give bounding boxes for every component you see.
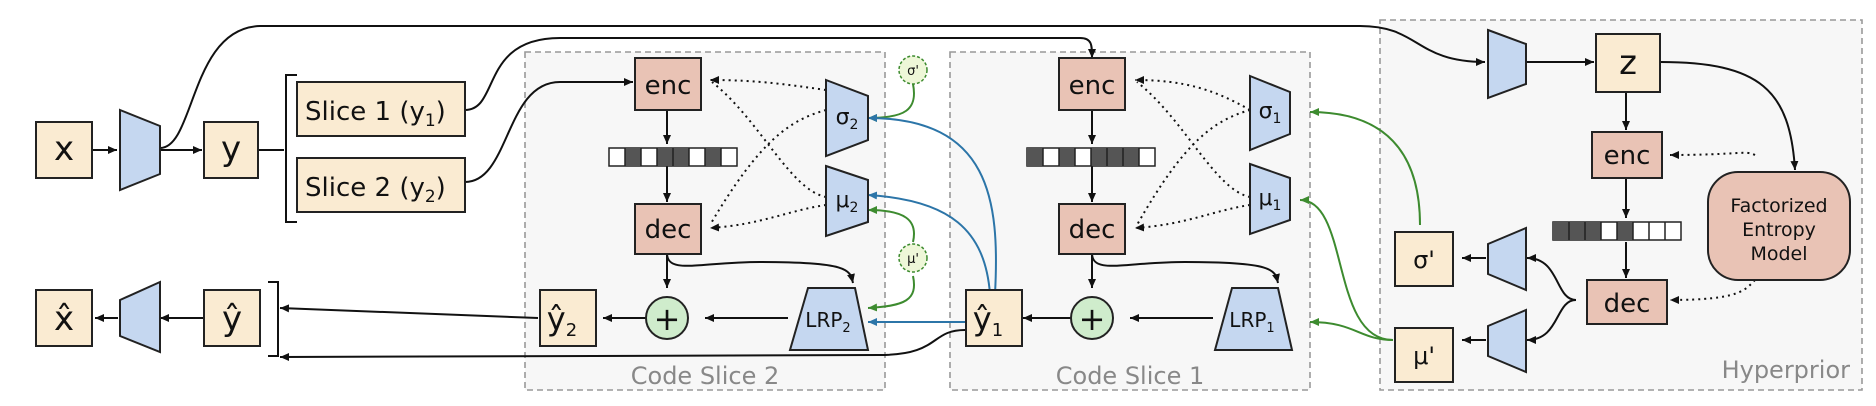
slice-2-subscript: 2 — [425, 187, 436, 207]
fem-line-1: Factorized — [1730, 195, 1827, 217]
lrp1-label: LRP — [1229, 308, 1266, 332]
slice2-dec-label: dec — [645, 215, 692, 245]
hyper-dec: dec — [1586, 279, 1668, 325]
slice1-dec-label: dec — [1069, 215, 1116, 245]
z-node: z — [1595, 33, 1661, 93]
code-slice-2-label: Code Slice 2 — [631, 362, 780, 390]
sigma-prime-label: σ' — [1413, 246, 1435, 274]
slice1-lrp-1: LRP1 — [1213, 287, 1294, 351]
synthesis-transform — [119, 280, 161, 354]
slice1-mu-1: μ1 — [1249, 162, 1291, 236]
svg-text:ŷ2: ŷ2 — [547, 300, 577, 341]
sigma1-subscript: 1 — [1273, 111, 1282, 127]
mu1-symbol: μ — [1259, 186, 1273, 211]
slice2-enc: enc — [634, 57, 702, 111]
slice1-dec: dec — [1058, 203, 1126, 255]
sigma2-subscript: 2 — [850, 117, 859, 133]
sigma-prime-bubble-label: σ' — [907, 64, 919, 79]
dotted-connectors — [709, 76, 1756, 304]
hyper-enc-label: enc — [1604, 141, 1651, 171]
y-hat-1-label: ŷ — [973, 300, 992, 338]
black-connectors — [92, 25, 1799, 361]
mu-prime-node: μ' — [1394, 327, 1454, 383]
y-hat-label: ŷ — [222, 299, 242, 339]
y-hat-2-label: ŷ — [547, 300, 566, 338]
slice1-quantized-latent — [1026, 147, 1156, 167]
mu2-symbol: μ — [836, 188, 850, 213]
sigma-prime-node: σ' — [1394, 231, 1454, 287]
slice-2-close: ) — [436, 173, 446, 203]
svg-text:Slice 2 (y2): Slice 2 (y2) — [305, 173, 446, 207]
slice-1-close: ) — [436, 97, 446, 127]
slice2-sigma-2: σ2 — [825, 78, 869, 158]
analysis-transform — [119, 108, 161, 192]
mu-prime-bubble-label: μ' — [907, 252, 919, 267]
svg-text:σ1: σ1 — [1259, 99, 1282, 127]
slice-2-label: Slice 2 (y — [305, 173, 425, 203]
slice2-sigma-prime-bubble: σ' — [898, 55, 928, 85]
z-label: z — [1619, 43, 1637, 83]
hyper-synthesis-sigma — [1487, 226, 1527, 292]
slice-1-node: Slice 1 (y1) — [296, 81, 466, 137]
mu-prime-label: μ' — [1413, 342, 1435, 370]
svg-text:μ1: μ1 — [1259, 186, 1282, 214]
y-label: y — [221, 129, 241, 169]
fem-line-2: Entropy — [1742, 219, 1816, 241]
hyperprior-label: Hyperprior — [1722, 356, 1851, 384]
y-hat-1-node: ŷ1 — [965, 289, 1023, 347]
y-node: y — [203, 121, 259, 179]
y-hat-2-node: ŷ2 — [539, 289, 597, 347]
svg-text:ŷ1: ŷ1 — [973, 300, 1003, 341]
slice1-sigma-1: σ1 — [1249, 74, 1291, 152]
svg-text:σ2: σ2 — [836, 105, 859, 133]
hyper-synthesis-mu — [1487, 308, 1527, 374]
hyper-quantized-latent — [1552, 221, 1682, 241]
hyper-enc: enc — [1591, 131, 1663, 179]
lrp2-subscript: 2 — [842, 321, 850, 336]
hyper-analysis-transform — [1487, 28, 1527, 100]
slice1-adder: + — [1070, 296, 1114, 340]
slice2-quantized-latent — [608, 147, 738, 167]
y-hat-2-subscript: 2 — [566, 320, 577, 341]
svg-text:LRP1: LRP1 — [1229, 308, 1274, 336]
factorized-entropy-model: Factorized Entropy Model — [1707, 171, 1851, 281]
lrp1-subscript: 1 — [1266, 321, 1274, 336]
slice2-lrp-2: LRP2 — [788, 287, 870, 351]
svg-text:Slice 1 (y1): Slice 1 (y1) — [305, 97, 446, 131]
blue-connectors — [867, 114, 997, 326]
sigma1-symbol: σ — [1259, 99, 1273, 124]
slice2-dec: dec — [634, 203, 702, 255]
x-label: x — [54, 129, 74, 169]
slice2-mu-2: μ2 — [825, 164, 869, 238]
svg-text:μ2: μ2 — [836, 188, 859, 216]
x-node: x — [35, 121, 93, 179]
y-hat-1-subscript: 1 — [992, 320, 1003, 341]
slice1-plus-sign: + — [1079, 300, 1106, 338]
slice-1-subscript: 1 — [425, 111, 436, 131]
mu2-subscript: 2 — [850, 200, 859, 216]
lrp2-label: LRP — [805, 308, 842, 332]
sigma2-symbol: σ — [836, 105, 850, 130]
mu1-subscript: 1 — [1273, 198, 1282, 214]
slice1-enc-label: enc — [1069, 71, 1116, 101]
x-hat-label: x̂ — [54, 299, 74, 339]
slice-1-label: Slice 1 (y — [305, 97, 425, 127]
hyper-dec-label: dec — [1604, 289, 1651, 319]
x-hat-node: x̂ — [35, 289, 93, 347]
y-hat-node: ŷ — [203, 289, 261, 347]
code-slice-1-label: Code Slice 1 — [1056, 362, 1205, 390]
slice2-adder: + — [645, 296, 689, 340]
slice2-enc-label: enc — [645, 71, 692, 101]
slice1-enc: enc — [1058, 57, 1126, 111]
slice2-mu-prime-bubble: μ' — [898, 243, 928, 273]
fem-line-3: Model — [1750, 243, 1807, 265]
svg-text:LRP2: LRP2 — [805, 308, 850, 336]
slice-2-node: Slice 2 (y2) — [296, 157, 466, 213]
slice2-plus-sign: + — [654, 300, 681, 338]
